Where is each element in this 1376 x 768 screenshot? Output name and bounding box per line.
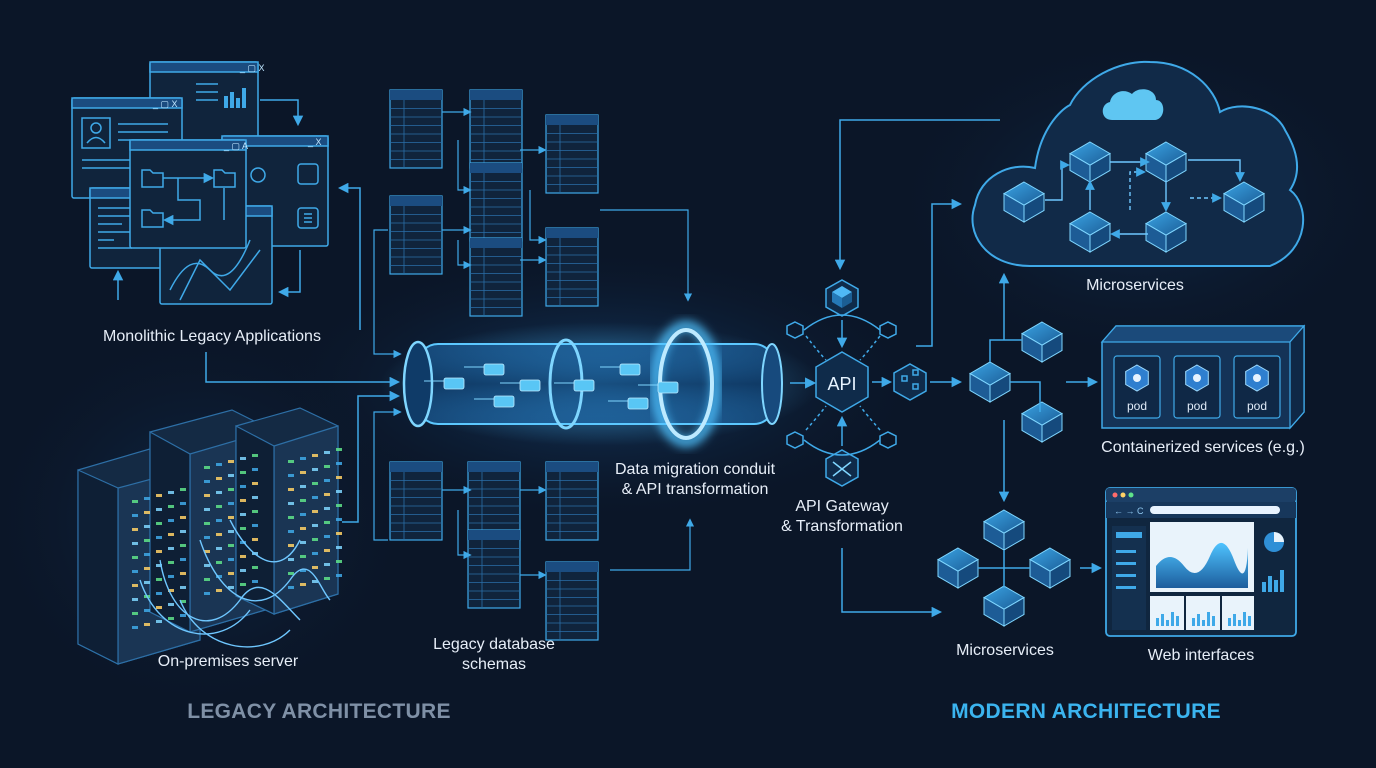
area-chart-icon — [1156, 542, 1248, 588]
database-table-icon — [469, 162, 523, 242]
legacy-heading: LEGACY ARCHITECTURE — [187, 700, 451, 723]
schemas-label-line2: schemas — [461, 656, 527, 673]
svg-text:_ X: _ X — [307, 137, 322, 147]
cloud-microservices — [971, 60, 1304, 267]
conduit-label-line1: Data migration conduit — [614, 461, 776, 478]
lower-microservices-label: Microservices — [956, 642, 1054, 659]
database-table-icon — [545, 227, 599, 307]
conduit-label-line2: & API transformation — [621, 481, 769, 498]
cube-icon — [983, 509, 1025, 551]
gateway-routing — [834, 119, 1103, 618]
database-table-icon — [389, 195, 443, 275]
server-label: On-premises server — [157, 653, 299, 670]
cloud-icon — [1102, 89, 1164, 120]
database-table-icon — [545, 461, 599, 541]
cube-icon — [1021, 321, 1063, 363]
gateway-label: API Gateway & Transformation — [752, 497, 932, 537]
database-table-icon — [389, 461, 443, 541]
cube-icon — [937, 547, 979, 589]
window-icon: _ ▢ A — [129, 139, 248, 249]
gateway-label-line2: & Transformation — [781, 518, 903, 535]
gear-icon — [250, 167, 266, 183]
pod: pod — [1113, 355, 1161, 419]
cloud-cube-nodes — [1003, 141, 1265, 253]
cube-icon — [1021, 401, 1063, 443]
pod-label: pod — [1127, 399, 1147, 413]
cube-icon — [1145, 211, 1187, 253]
cube-icon — [983, 585, 1025, 627]
svg-text:_ ▢ X: _ ▢ X — [239, 63, 265, 73]
migration-conduit — [380, 321, 820, 447]
database-schemas — [389, 89, 599, 641]
api-hexagon — [815, 351, 869, 413]
cube-icon — [1069, 141, 1111, 183]
monolith-flow-arrows — [112, 99, 361, 330]
database-table-icon — [467, 529, 521, 609]
cube-icon — [1223, 181, 1265, 223]
database-table-icon — [545, 561, 599, 641]
pod: pod — [1233, 355, 1281, 419]
schemas-label: Legacy database schemas — [404, 635, 584, 675]
cube-icon — [1069, 211, 1111, 253]
monolith-windows: _ ▢ X _ ▢ X — [71, 61, 329, 305]
pod-label: pod — [1187, 399, 1207, 413]
pod: pod — [1173, 355, 1221, 419]
lower-cube-cluster — [937, 509, 1071, 627]
schema-connectors — [373, 107, 695, 580]
user-icon — [90, 122, 102, 134]
container-pods: pod pod pod — [1100, 324, 1306, 430]
service-cube-cluster — [969, 321, 1063, 443]
cube-icon — [1029, 547, 1071, 589]
svg-text:_ ▢ A: _ ▢ A — [223, 141, 248, 151]
cloud-microservices-label: Microservices — [1086, 277, 1184, 294]
server-status-lights — [132, 448, 342, 629]
server-racks — [77, 407, 342, 665]
legacy-to-conduit-arrows — [205, 352, 401, 523]
folder-icon — [141, 209, 164, 228]
conduit-label: Data migration conduit & API transformat… — [600, 460, 790, 500]
containers-label: Containerized services (e.g.) — [1101, 439, 1305, 456]
data-packets — [424, 363, 679, 410]
database-table-icon — [389, 89, 443, 169]
server-cables — [139, 519, 331, 648]
database-table-icon — [469, 89, 523, 169]
modern-heading: MODERN ARCHITECTURE — [951, 700, 1221, 723]
svg-text:_ ▢ X: _ ▢ X — [152, 99, 178, 109]
database-table-icon — [469, 237, 523, 317]
folder-icon — [213, 169, 236, 188]
cube-icon — [969, 361, 1011, 403]
pod-label: pod — [1247, 399, 1267, 413]
folder-icon — [141, 169, 164, 188]
api-text: API — [827, 374, 856, 394]
monolith-label: Monolithic Legacy Applications — [103, 328, 321, 345]
server-rack-icon — [235, 407, 339, 615]
database-table-icon — [467, 461, 521, 541]
schemas-label-line1: Legacy database — [433, 636, 555, 653]
bar-chart-icon — [1156, 612, 1251, 626]
database-table-icon — [545, 114, 599, 194]
gateway-label-line1: API Gateway — [795, 498, 889, 515]
svg-text:← → C: ← → C — [1114, 506, 1144, 516]
cube-icon — [1003, 181, 1045, 223]
browser-icon: ← → C — [1105, 487, 1297, 637]
web-interfaces-label: Web interfaces — [1147, 647, 1255, 664]
api-gateway: API — [786, 279, 927, 487]
